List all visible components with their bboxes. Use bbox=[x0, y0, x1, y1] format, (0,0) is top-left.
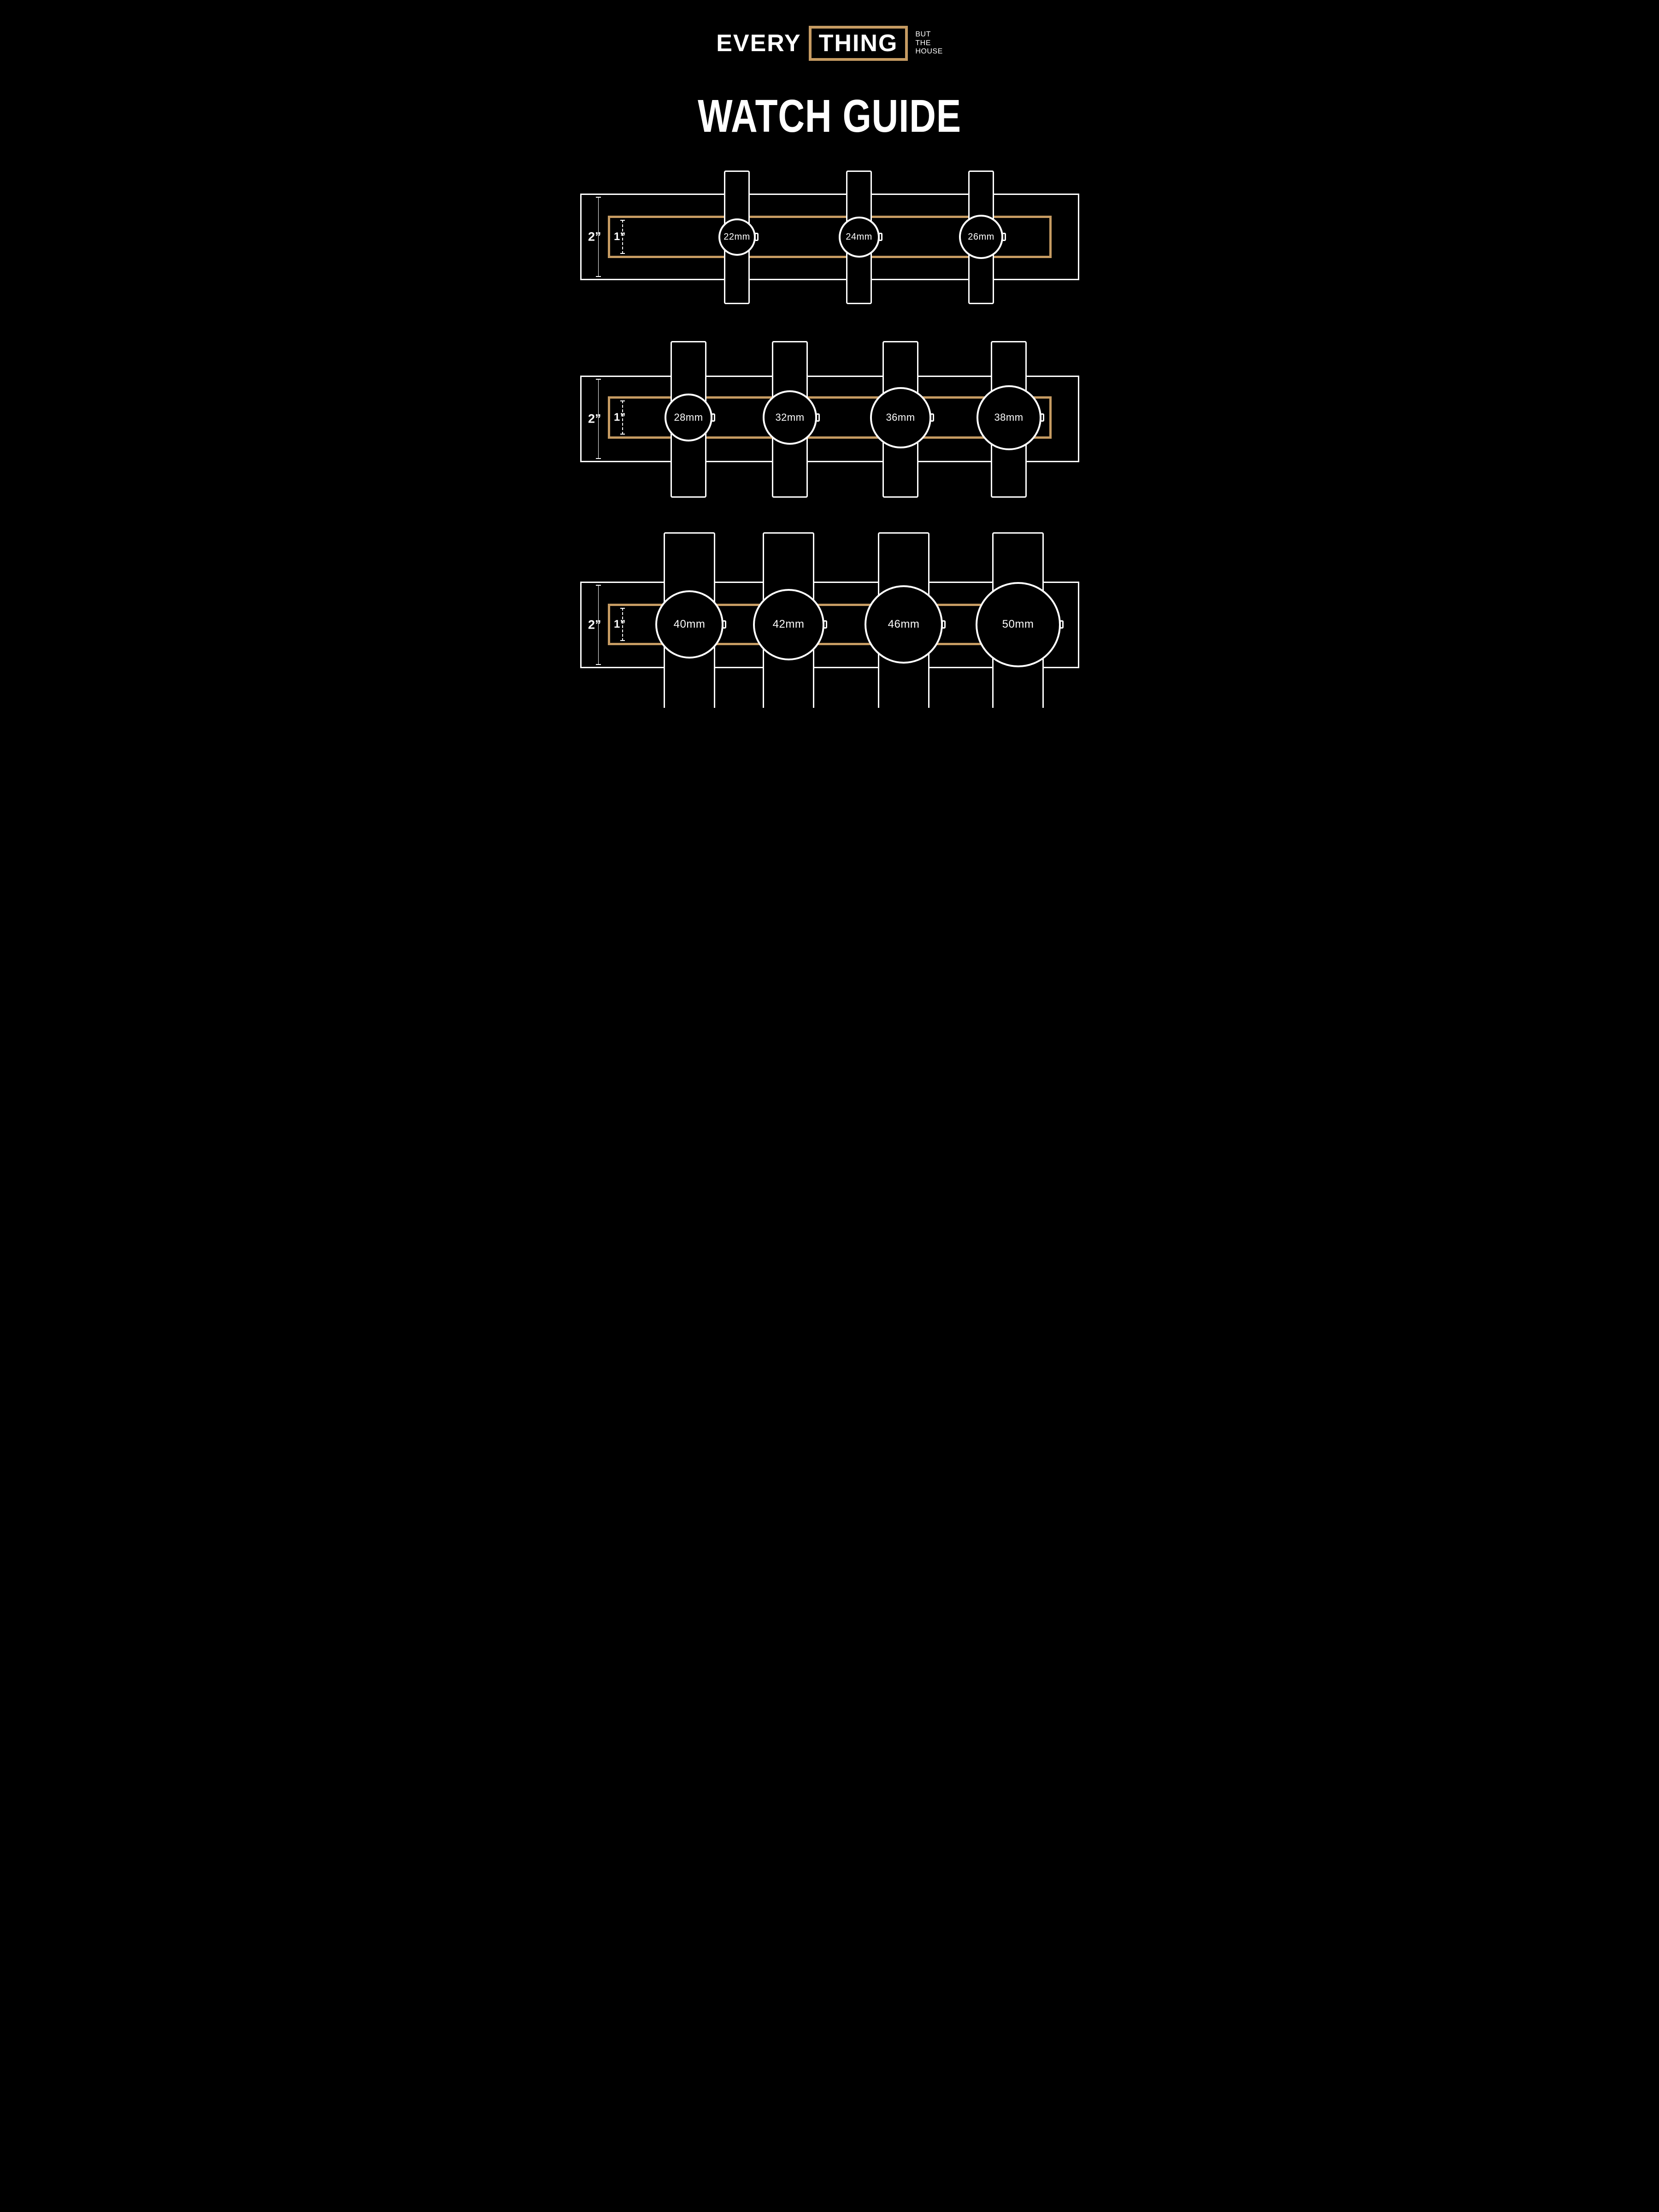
watch-26mm: 26mm bbox=[959, 171, 1006, 304]
watch-42mm: 42mm bbox=[753, 532, 827, 708]
watch-22mm: 22mm bbox=[718, 171, 759, 304]
logo-text-every: EVERY bbox=[716, 30, 801, 57]
dimension-line-2in bbox=[596, 197, 601, 277]
watch-size-label: 50mm bbox=[1002, 618, 1034, 630]
dimension-line-1in bbox=[620, 220, 625, 254]
watch-36mm: 36mm bbox=[870, 341, 934, 498]
dimension-line-1in bbox=[620, 400, 625, 435]
dimension-line-2in bbox=[596, 379, 601, 459]
size-band-2in: 2” bbox=[580, 376, 1079, 462]
watch-size-label: 40mm bbox=[673, 618, 706, 630]
watch-dial: 36mm bbox=[870, 387, 931, 448]
size-band-2in: 2” bbox=[580, 582, 1079, 668]
logo-tagline: BUT THE HOUSE bbox=[915, 30, 942, 56]
watches-container: 22mm 24mm 26mm bbox=[564, 171, 1095, 304]
size-band-1in: 1” bbox=[608, 396, 1052, 439]
watch-dial: 38mm bbox=[976, 385, 1041, 450]
dimension-label-1in: 1” bbox=[614, 411, 626, 424]
dimension-line-2in bbox=[596, 585, 601, 665]
dimension-label-2in: 2” bbox=[588, 618, 601, 632]
watch-row-medium: 2” 1” 28mm 32mm 36mm 38mm bbox=[564, 341, 1095, 498]
watch-dial: 22mm bbox=[718, 218, 756, 256]
watches-container: 28mm 32mm 36mm 38mm bbox=[564, 341, 1095, 498]
watch-size-label: 28mm bbox=[674, 412, 703, 423]
watch-size-label: 24mm bbox=[846, 231, 872, 242]
size-band-1in: 1” bbox=[608, 216, 1052, 258]
watch-size-label: 46mm bbox=[888, 618, 920, 630]
watches-container: 40mm 42mm 46mm 50mm bbox=[564, 532, 1095, 708]
logo-tagline-line: THE bbox=[915, 39, 931, 47]
page-title: WATCH GUIDE bbox=[698, 90, 961, 142]
watch-32mm: 32mm bbox=[763, 341, 820, 498]
dimension-label-2in: 2” bbox=[588, 412, 601, 426]
watch-dial: 50mm bbox=[975, 582, 1061, 667]
logo-tagline-line: HOUSE bbox=[915, 47, 943, 56]
watch-size-label: 38mm bbox=[994, 412, 1024, 423]
logo-tagline-line: BUT bbox=[915, 30, 931, 39]
watch-46mm: 46mm bbox=[865, 532, 946, 708]
watch-size-label: 36mm bbox=[886, 412, 915, 423]
watch-dial: 28mm bbox=[665, 394, 712, 441]
dimension-label-2in: 2” bbox=[588, 229, 601, 244]
watch-dial: 24mm bbox=[838, 216, 880, 258]
watch-row-large: 2” 1” 40mm 42mm 46mm 50mm bbox=[564, 532, 1095, 708]
watch-28mm: 28mm bbox=[665, 341, 715, 498]
watch-size-label: 26mm bbox=[968, 231, 994, 242]
size-band-2in: 2” bbox=[580, 194, 1079, 280]
watch-24mm: 24mm bbox=[838, 171, 882, 304]
watch-size-label: 42mm bbox=[772, 618, 805, 630]
dimension-line-1in bbox=[620, 608, 625, 641]
watch-size-label: 32mm bbox=[775, 412, 805, 423]
watch-guide-infographic: EVERY THING BUT THE HOUSE WATCH GUIDE 2”… bbox=[564, 0, 1095, 708]
watch-dial: 26mm bbox=[959, 215, 1003, 259]
watch-dial: 42mm bbox=[753, 588, 824, 660]
watch-row-small: 2” 1” 22mm 24mm 26mm bbox=[564, 171, 1095, 304]
ebth-logo: EVERY THING BUT THE HOUSE bbox=[564, 26, 1095, 61]
watch-38mm: 38mm bbox=[976, 341, 1044, 498]
watch-50mm: 50mm bbox=[975, 532, 1064, 708]
logo-text-thing: THING bbox=[808, 26, 908, 61]
watch-dial: 40mm bbox=[655, 590, 724, 659]
watch-dial: 32mm bbox=[763, 390, 817, 445]
watch-40mm: 40mm bbox=[655, 532, 726, 708]
dimension-label-1in: 1” bbox=[614, 618, 626, 630]
dimension-label-1in: 1” bbox=[614, 230, 626, 243]
watch-size-label: 22mm bbox=[724, 231, 750, 242]
watch-dial: 46mm bbox=[865, 585, 943, 664]
